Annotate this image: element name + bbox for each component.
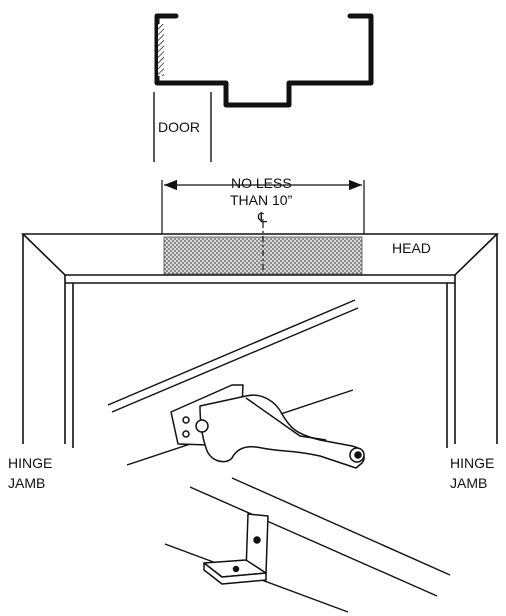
- door-closer-arm: [170, 384, 365, 469]
- hinge-jamb-left-label-line2: JAMB: [8, 475, 45, 491]
- hinge-jamb-right-label-line2: JAMB: [450, 475, 487, 491]
- door-label: DOOR: [158, 119, 200, 135]
- head-label: HEAD: [392, 240, 431, 256]
- profile-hatched-stop: [158, 24, 164, 76]
- angle-bracket: [203, 513, 269, 585]
- closer-arm-reference-lines: [107, 299, 451, 613]
- door-edge: [153, 92, 212, 162]
- hinge-jamb-left: [22, 234, 74, 448]
- dimension-label-line1: NO LESS: [231, 175, 292, 191]
- hinge-jamb-right: [446, 234, 498, 448]
- dimension-extension-lines: [161, 180, 365, 236]
- frame-profile-section: [154, 13, 374, 108]
- dimension-label-line2: THAN 10”: [230, 192, 293, 208]
- hinge-jamb-left-label-line1: HINGE: [8, 455, 52, 471]
- centerline-symbol: ℄: [257, 209, 267, 225]
- hinge-jamb-right-label-line1: HINGE: [450, 455, 494, 471]
